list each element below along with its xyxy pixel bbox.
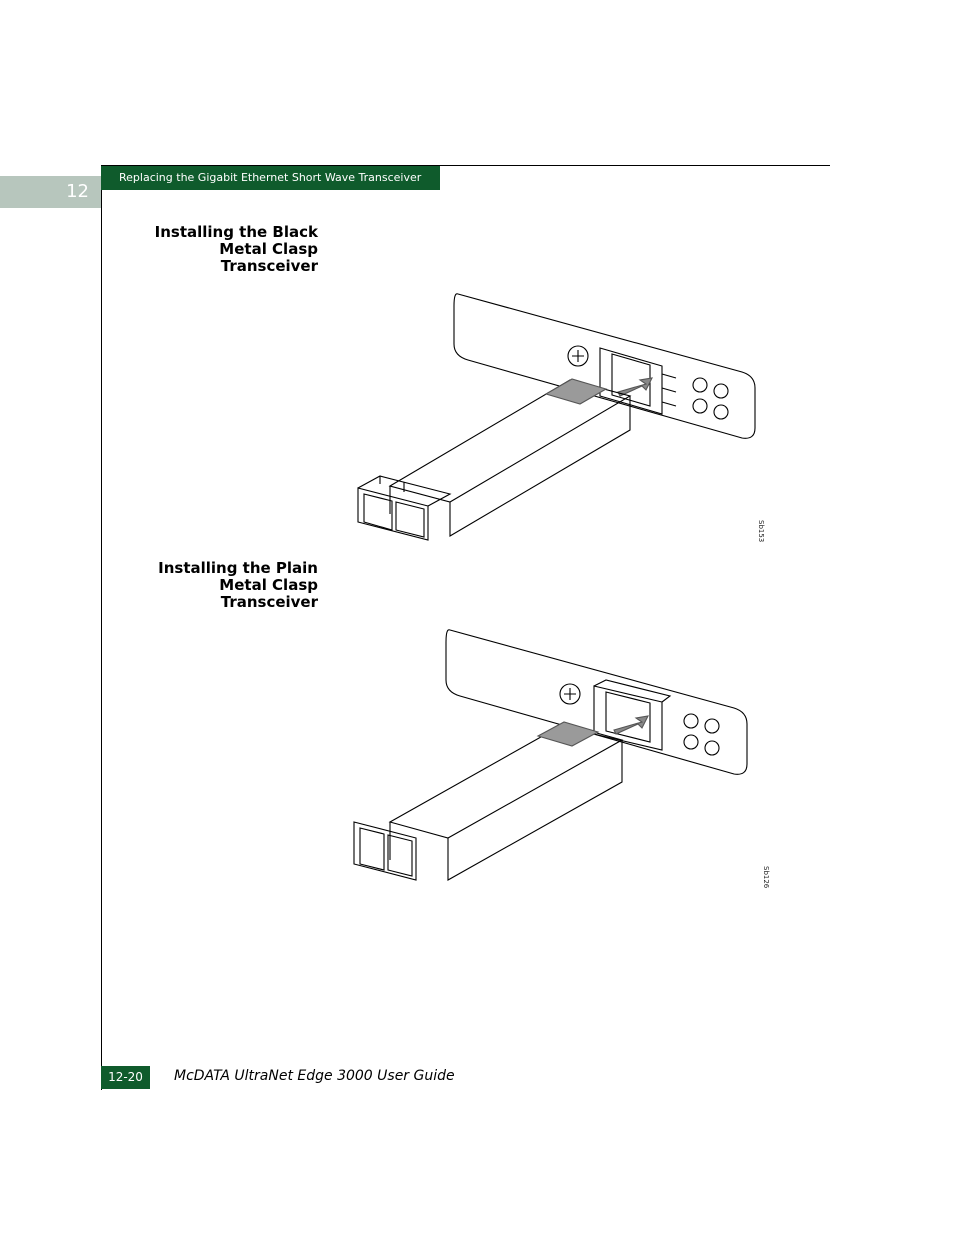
heading-line: Transceiver — [220, 593, 318, 611]
transceiver-black-clasp-drawing — [357, 293, 756, 541]
figure-2-illustration — [350, 624, 770, 884]
heading-line: Installing the Plain — [158, 559, 318, 577]
figure-1-heading: Installing the Black Metal Clasp Transce… — [150, 224, 318, 275]
section-banner: Replacing the Gigabit Ethernet Short Wav… — [101, 166, 440, 190]
chapter-tab: 12 — [0, 176, 101, 208]
figure-1-illustration — [350, 288, 770, 548]
transceiver-plain-clasp-drawing — [353, 629, 748, 881]
margin-rule-vertical — [101, 165, 102, 1090]
section-title: Replacing the Gigabit Ethernet Short Wav… — [119, 171, 422, 184]
chapter-number: 12 — [66, 181, 89, 202]
heading-line: Installing the Black — [154, 223, 318, 241]
heading-line: Metal Clasp — [219, 240, 318, 258]
heading-line: Metal Clasp — [219, 576, 318, 594]
page-number-text: 12-20 — [108, 1070, 143, 1084]
header-rule — [101, 165, 830, 166]
figure-1-id: Sb153 — [757, 520, 765, 543]
figure-2-id: Sb126 — [762, 866, 770, 889]
page-number: 12-20 — [101, 1066, 150, 1089]
heading-line: Transceiver — [220, 257, 318, 275]
figure-2-heading: Installing the Plain Metal Clasp Transce… — [150, 560, 318, 611]
document-title: McDATA UltraNet Edge 3000 User Guide — [174, 1068, 455, 1084]
